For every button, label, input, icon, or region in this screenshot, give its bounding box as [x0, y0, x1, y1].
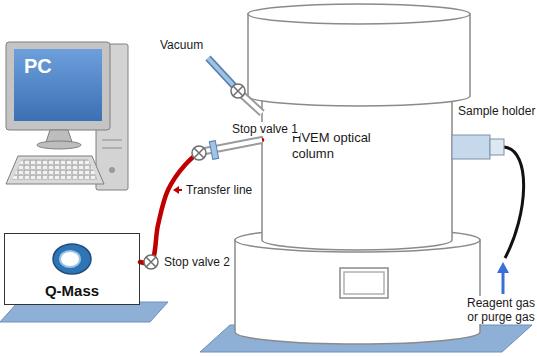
q-mass-body [4, 233, 140, 305]
computer [6, 42, 128, 190]
gas-cable [504, 147, 524, 258]
vacuum-hose [208, 58, 234, 86]
node-text: PC [24, 55, 92, 78]
vacuum-line [208, 58, 262, 113]
gas-flow-arrow [502, 272, 505, 294]
gas-flow-arrowhead [497, 262, 509, 273]
stop-valve [192, 146, 206, 160]
computer-screen: PC [14, 49, 102, 121]
node-text: HVEM optical column [292, 130, 388, 162]
vacuum-label: Vacuum [158, 38, 205, 52]
drive-slot [102, 140, 122, 141]
valve-label: Stop valve 1 [230, 122, 300, 136]
holder-cap [490, 139, 504, 155]
column-top-lid [248, 4, 470, 24]
monitor-bezel [6, 42, 110, 130]
stop-valve [231, 84, 245, 98]
base-window [344, 272, 384, 294]
column-top [248, 14, 470, 106]
monitor-stand [46, 130, 72, 142]
holder-rod [452, 135, 490, 159]
optical-column: HVEM optical column [262, 100, 452, 240]
q-mass-icon [60, 251, 80, 267]
transfer-line [140, 140, 262, 263]
microscope [235, 4, 480, 344]
power-button [109, 167, 115, 173]
gas-label: Reagent gas or purge gas [462, 296, 537, 324]
base-window [340, 268, 388, 298]
keyboard-keys [12, 159, 98, 180]
q-mass-icon [53, 244, 91, 274]
column-base [235, 240, 480, 344]
q-mass-unit [4, 233, 140, 305]
vacuum-hose [208, 58, 234, 86]
node-text: Q-Mass [45, 282, 99, 299]
leader-arrowhead [173, 186, 179, 194]
mass-spectrometer-box: Q-Mass [4, 233, 140, 305]
monitor-base [37, 141, 81, 149]
keyboard [6, 156, 104, 184]
line-label: Transfer line [184, 183, 254, 197]
part-label: Sample holder [456, 104, 537, 118]
flange [209, 141, 218, 160]
drive-slot [102, 148, 122, 149]
valve-label: Stop valve 2 [162, 255, 232, 269]
stop-valve [144, 255, 158, 269]
sample-holder [452, 135, 524, 294]
